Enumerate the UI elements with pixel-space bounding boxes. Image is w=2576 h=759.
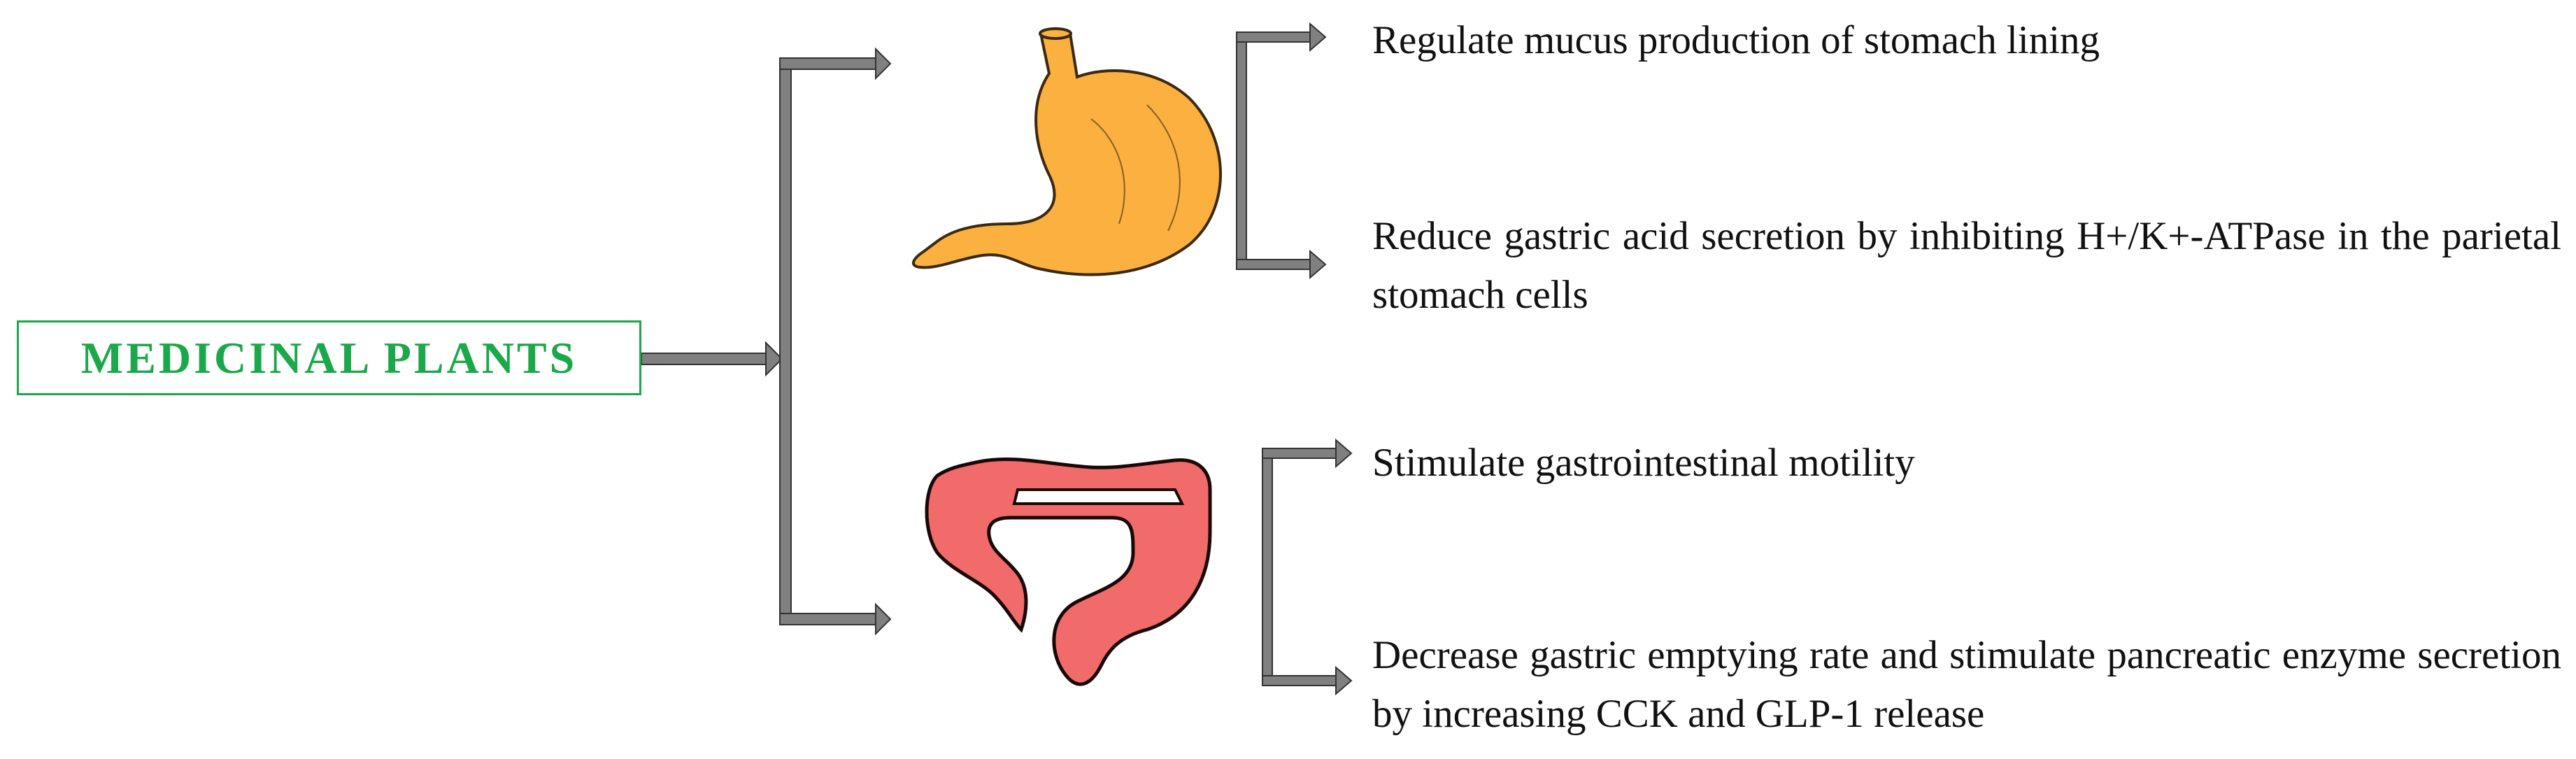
main-bracket: [779, 47, 892, 636]
effect-motility: Stimulate gastrointestinal motility: [1372, 441, 1915, 485]
medicinal-plants-box: MEDICINAL PLANTS: [17, 320, 641, 395]
effect-acid-reduction: Reduce gastric acid secretion by inhibit…: [1372, 214, 2561, 317]
intestine-icon: [925, 457, 1212, 686]
effect-mucus-regulation: Regulate mucus production of stomach lin…: [1372, 18, 2100, 62]
effect-gastric-emptying: Decrease gastric emptying rate and stimu…: [1372, 633, 2561, 736]
stomach-icon: [912, 27, 1222, 276]
intestine-bracket: [1262, 438, 1353, 696]
root-connector-arrow: [641, 341, 783, 377]
stomach-bracket: [1236, 22, 1327, 280]
